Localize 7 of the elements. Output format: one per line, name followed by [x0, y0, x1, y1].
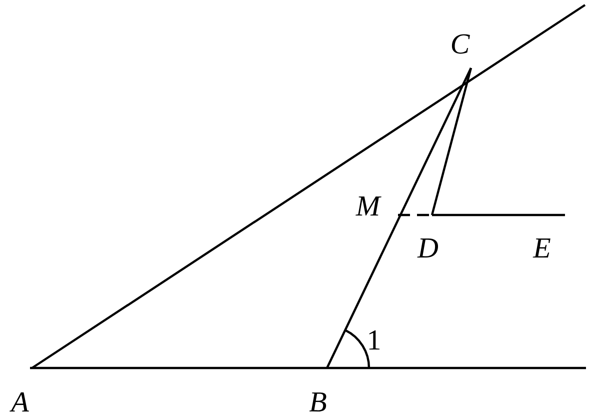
point-label: M: [356, 196, 382, 216]
angle-label: 1: [369, 330, 380, 350]
point-label: C: [452, 34, 470, 54]
point-label: B: [309, 392, 326, 412]
point-label: A: [10, 392, 29, 412]
point-label: E: [532, 238, 550, 258]
point-label: D: [417, 238, 438, 258]
